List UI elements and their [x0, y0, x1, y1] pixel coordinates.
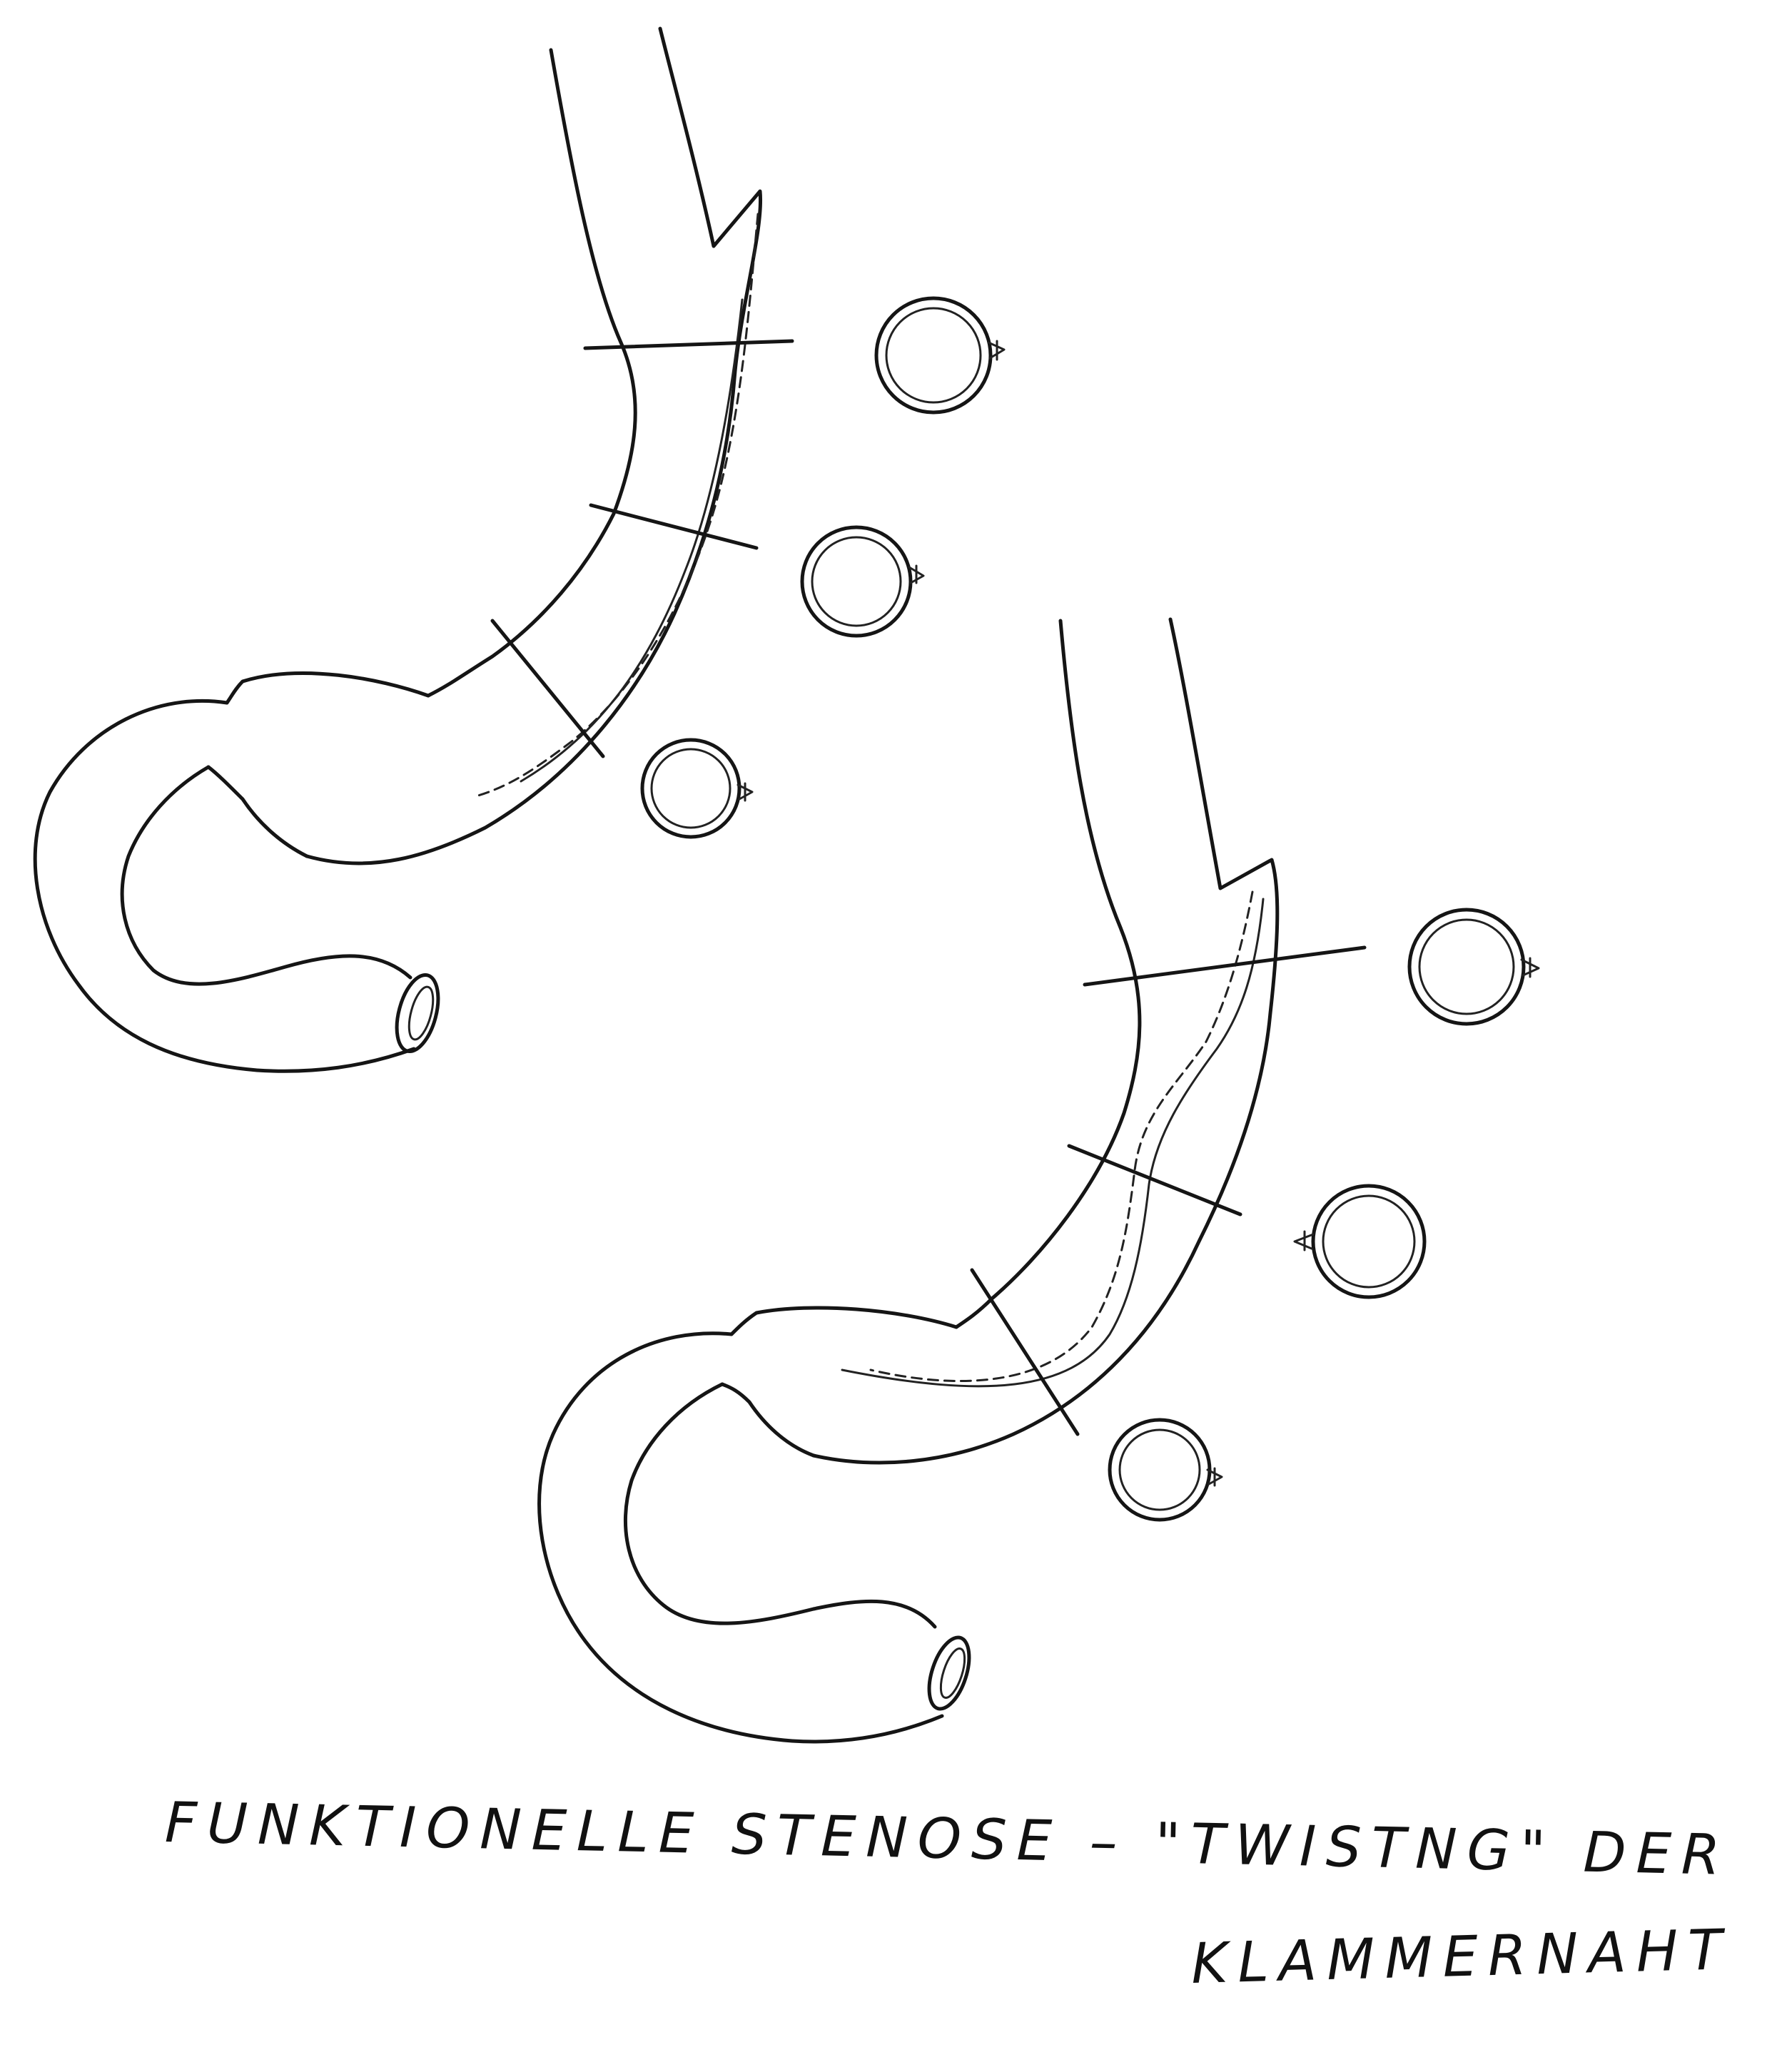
- right-cross-mark-1: [1085, 948, 1365, 985]
- left-ring-2: [802, 527, 923, 636]
- left-lesser-curvature: [428, 50, 635, 696]
- left-cross-mark-3: [492, 621, 603, 756]
- left-gastric-tube-top: [307, 29, 761, 863]
- left-ring-3: [642, 740, 752, 837]
- right-duodenal-opening-inner: [936, 1646, 970, 1701]
- left-rings: [642, 298, 1004, 837]
- left-antrum-lower: [208, 767, 307, 856]
- right-antrum-lower: [722, 1384, 814, 1456]
- right-ring-1: [1409, 910, 1539, 1024]
- left-stomach: [35, 29, 792, 1071]
- left-duodenal-opening: [390, 970, 446, 1056]
- right-cross-mark-3: [972, 1270, 1078, 1434]
- right-rings: [1110, 910, 1539, 1520]
- left-duodenal-opening-inner: [405, 985, 438, 1042]
- right-ring-2: [1295, 1186, 1424, 1297]
- right-duodenum-inner: [625, 1384, 935, 1627]
- right-staple-line-twist: [871, 892, 1252, 1381]
- left-antrum-upper: [227, 674, 428, 703]
- right-gastric-tube: [814, 619, 1277, 1463]
- right-duodenal-opening: [921, 1632, 977, 1714]
- right-stomach: [540, 619, 1365, 1742]
- left-cross-mark-1: [585, 341, 792, 348]
- right-ring-3: [1110, 1420, 1222, 1520]
- right-staple-line-twist-inner: [842, 899, 1263, 1386]
- left-duodenum-outer: [35, 701, 414, 1071]
- left-ring-1: [876, 298, 1004, 412]
- left-duodenum-inner: [122, 767, 410, 984]
- right-antrum-upper: [731, 1308, 956, 1334]
- right-lesser-curvature: [956, 621, 1140, 1327]
- left-cross-mark-2: [591, 505, 756, 548]
